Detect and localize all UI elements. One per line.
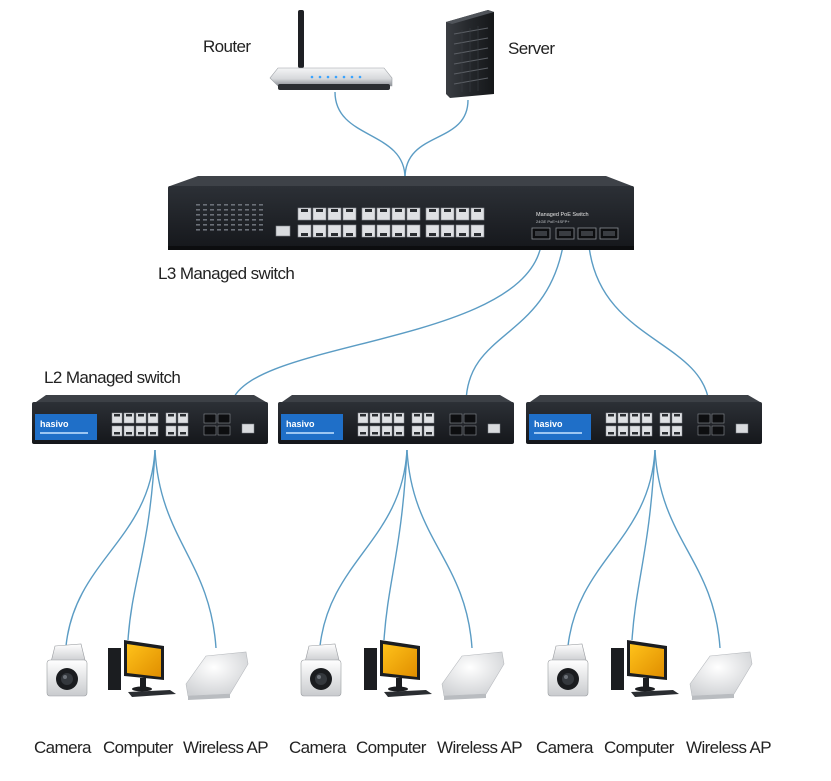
cables bbox=[65, 91, 721, 649]
router-label: Router bbox=[203, 37, 251, 56]
camera-icon bbox=[300, 643, 342, 697]
computer-icon bbox=[611, 640, 679, 697]
server-icon bbox=[446, 10, 494, 98]
l3-panel-title: Managed PoE Switch bbox=[536, 212, 589, 218]
cable-sw1-computer bbox=[127, 449, 156, 641]
router-icon bbox=[269, 10, 393, 90]
wireless-ap-icon bbox=[689, 651, 753, 700]
brand-logo: hasivo bbox=[40, 419, 69, 429]
camera-icon bbox=[547, 643, 589, 697]
l2-switch-2: hasivo bbox=[278, 395, 514, 444]
cable-router-l3 bbox=[334, 91, 406, 179]
cable-sw3-computer bbox=[631, 449, 656, 641]
cable-l3-l2-middle bbox=[465, 245, 564, 403]
camera-label: Camera bbox=[536, 738, 593, 757]
brand-logo: hasivo bbox=[534, 419, 563, 429]
cable-l3-l2-right bbox=[588, 245, 710, 403]
cable-sw2-ap bbox=[406, 449, 473, 649]
l2-switch-label: L2 Managed switch bbox=[44, 368, 181, 387]
cable-sw3-ap bbox=[654, 449, 721, 649]
wireless-ap-label: Wireless AP bbox=[437, 738, 523, 757]
end-devices bbox=[46, 640, 753, 700]
camera-label: Camera bbox=[289, 738, 346, 757]
computer-label: Computer bbox=[604, 738, 674, 757]
cable-sw1-ap bbox=[154, 449, 217, 649]
computer-label: Computer bbox=[356, 738, 426, 757]
l3-switch-label: L3 Managed switch bbox=[158, 264, 295, 283]
wireless-ap-label: Wireless AP bbox=[183, 738, 269, 757]
cable-l3-l2-left bbox=[231, 245, 542, 403]
camera-label: Camera bbox=[34, 738, 91, 757]
cable-sw1-camera bbox=[65, 449, 156, 647]
l3-panel-subtitle: 24GE PoE+4SFP+ bbox=[536, 219, 570, 224]
computer-icon bbox=[364, 640, 432, 697]
wireless-ap-icon bbox=[441, 651, 505, 700]
wireless-ap-icon bbox=[185, 651, 249, 700]
brand-logo: hasivo bbox=[286, 419, 315, 429]
l3-managed-switch-icon: Managed PoE Switch 24GE PoE+4SFP+ bbox=[168, 176, 634, 250]
camera-icon bbox=[46, 643, 88, 697]
server-label: Server bbox=[508, 39, 555, 58]
wireless-ap-label: Wireless AP bbox=[686, 738, 772, 757]
computer-icon bbox=[108, 640, 176, 697]
computer-label: Computer bbox=[103, 738, 173, 757]
cable-server-l3 bbox=[404, 99, 469, 179]
l2-switch-3: hasivo bbox=[526, 395, 762, 444]
cable-sw3-camera bbox=[567, 449, 656, 647]
l2-managed-switches: hasivo hasivo hasivo bbox=[32, 395, 762, 444]
cable-sw2-computer bbox=[383, 449, 408, 641]
l2-switch-1: hasivo bbox=[32, 395, 268, 444]
cable-sw2-camera bbox=[319, 449, 408, 647]
